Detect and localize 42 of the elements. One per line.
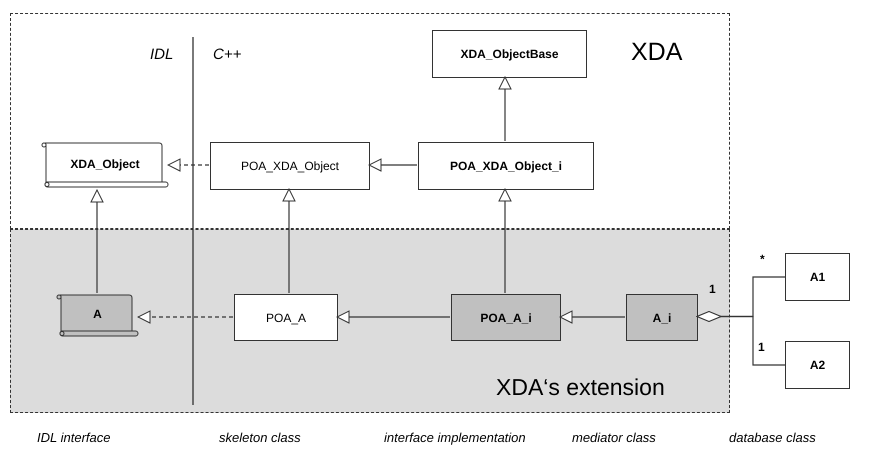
language-label: IDL: [150, 46, 174, 63]
column-caption: skeleton class: [219, 430, 301, 445]
package-region: [10, 13, 730, 229]
package-label: XDA‘s extension: [496, 374, 665, 401]
class-box: [785, 341, 850, 389]
class-name: POA_XDA_Object_i: [450, 159, 562, 173]
class-box: [451, 294, 561, 341]
package-region: [10, 229, 730, 413]
class-box: [626, 294, 698, 341]
class-name: POA_A: [266, 310, 306, 324]
inheritance-arrow: [498, 76, 512, 141]
class-name: XDA_ObjectBase: [460, 47, 559, 61]
multiplicity-label: *: [760, 252, 765, 266]
class-name: A: [93, 307, 102, 321]
inheritance-arrow: [282, 188, 296, 293]
inheritance-arrow: [498, 188, 512, 293]
class-box: [432, 30, 587, 78]
column-caption: mediator class: [572, 430, 656, 445]
class-name: A2: [810, 358, 826, 372]
realization-arrow: [138, 310, 233, 324]
column-caption: IDL interface: [37, 430, 110, 445]
multiplicity-label: 1: [758, 340, 765, 354]
inheritance-arrow: [368, 158, 417, 172]
multiplicity-label: 1: [709, 282, 716, 296]
language-label: C++: [213, 46, 242, 63]
aggregation-line: [696, 311, 785, 366]
class-name: POA_A_i: [480, 310, 532, 324]
class-box: [234, 294, 338, 341]
class-box: [785, 253, 850, 301]
column-caption: interface implementation: [384, 430, 526, 445]
inheritance-arrow: [90, 190, 104, 293]
realization-arrow: [168, 158, 209, 172]
class-box: [418, 142, 594, 190]
inheritance-arrow: [336, 310, 450, 324]
class-name: A_i: [652, 310, 672, 324]
inheritance-arrow: [560, 310, 625, 324]
class-box: [210, 142, 370, 190]
class-name: XDA_Object: [70, 156, 140, 170]
package-label: XDA: [631, 38, 682, 67]
class-name: POA_XDA_Object: [240, 159, 340, 173]
column-caption: database class: [729, 430, 816, 445]
class-name: A1: [810, 270, 826, 284]
